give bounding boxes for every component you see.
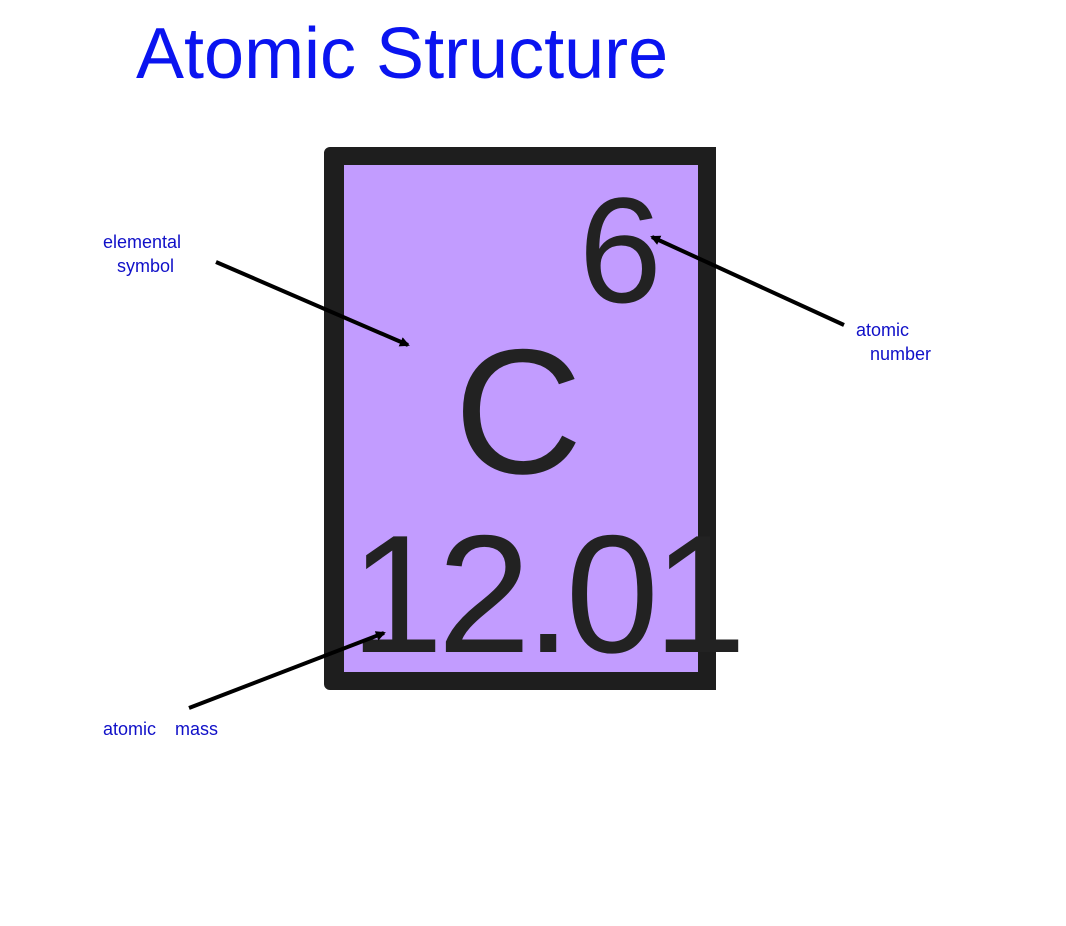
elemental-symbol-label-line1: elemental: [103, 232, 182, 252]
atomic-number-label-line2: number: [870, 344, 932, 364]
atomic-number-label-line1: atomic: [856, 320, 910, 340]
atomic-mass-label-line2: mass: [175, 719, 219, 739]
atomic-mass-label: atomic mass: [103, 717, 218, 741]
atomic-number-label: atomic number: [856, 318, 931, 366]
page-title: Atomic Structure: [136, 14, 669, 94]
elemental-symbol-label-line2: symbol: [117, 256, 175, 276]
atomic-mass-label-line1: atomic: [103, 719, 157, 739]
element-symbol-value: C: [454, 312, 583, 511]
element-tile: 6 C 12.01: [324, 147, 746, 690]
elemental-symbol-label: elemental symbol: [103, 230, 181, 278]
atomic-number-value: 6: [578, 166, 662, 334]
atomic-mass-value: 12.01: [350, 500, 746, 688]
